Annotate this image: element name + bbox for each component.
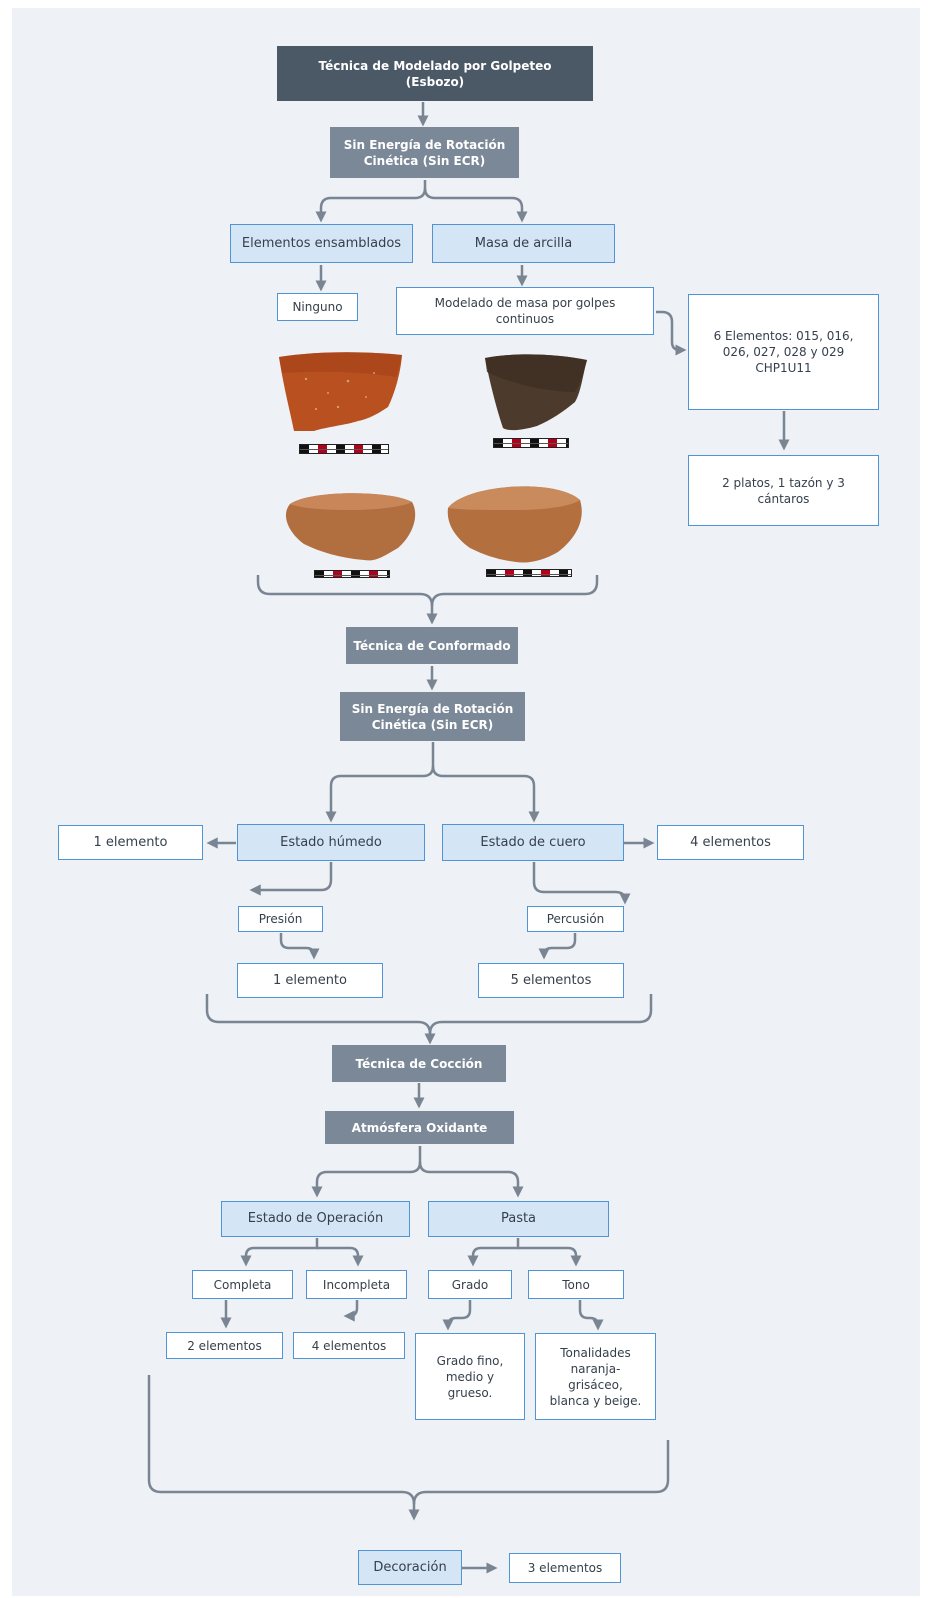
decoration-count-node: 3 elementos (509, 1553, 621, 1583)
shaping-energy-node: Sin Energía de Rotación Cinética (Sin EC… (330, 127, 519, 178)
shaping-technique-title: Técnica de Modelado por Golpeteo (Esbozo… (277, 46, 593, 101)
pressure-node: Presión (238, 906, 323, 932)
percussion-count-node: 5 elementos (478, 963, 624, 998)
atmosphere-node: Atmósfera Oxidante (325, 1111, 514, 1144)
paste-node: Pasta (428, 1201, 609, 1237)
grade-node: Grado (428, 1270, 512, 1299)
mass-modeling-node: Modelado de masa por golpes continuos (396, 287, 654, 335)
complete-node: Completa (192, 1270, 293, 1299)
none-node: Ninguno (277, 293, 358, 321)
scale-bar-cm (493, 438, 569, 448)
clay-mass-node: Masa de arcilla (432, 224, 615, 263)
assembled-elements-node: Elementos ensamblados (230, 224, 413, 263)
incomplete-node: Incompleta (306, 1270, 407, 1299)
tone-description-node: Tonalidades naranja- grisáceo, blanca y … (535, 1333, 656, 1420)
operation-state-node: Estado de Operación (221, 1201, 410, 1237)
leather-state-node: Estado de cuero (442, 824, 624, 861)
humid-state-node: Estado húmedo (237, 824, 425, 861)
percussion-node: Percusión (527, 906, 624, 932)
six-elements-node: 6 Elementos: 015, 016, 026, 027, 028 y 0… (688, 294, 879, 410)
forming-energy-node: Sin Energía de Rotación Cinética (Sin EC… (340, 692, 525, 741)
leather-count-node: 4 elementos (657, 825, 804, 860)
firing-technique-title: Técnica de Cocción (332, 1045, 506, 1082)
grade-description-node: Grado fino, medio y grueso. (415, 1333, 525, 1420)
sherd-dark-photo (485, 354, 587, 431)
sherd-orange-photo (279, 352, 402, 431)
bowl-left-photo (285, 493, 416, 561)
vessel-types-node: 2 platos, 1 tazón y 3 cántaros (688, 455, 879, 526)
incomplete-count-node: 4 elementos (293, 1332, 405, 1359)
scale-bar-cm (299, 444, 389, 454)
forming-technique-title: Técnica de Conformado (346, 627, 518, 664)
pressure-count-node: 1 elemento (237, 963, 383, 998)
bowl-right-photo (447, 486, 582, 563)
scale-bar (314, 570, 390, 578)
complete-count-node: 2 elementos (166, 1332, 283, 1359)
tone-node: Tono (528, 1270, 624, 1299)
scale-bar (486, 569, 572, 577)
humid-count-node: 1 elemento (58, 825, 203, 860)
decoration-node: Decoración (358, 1550, 462, 1585)
